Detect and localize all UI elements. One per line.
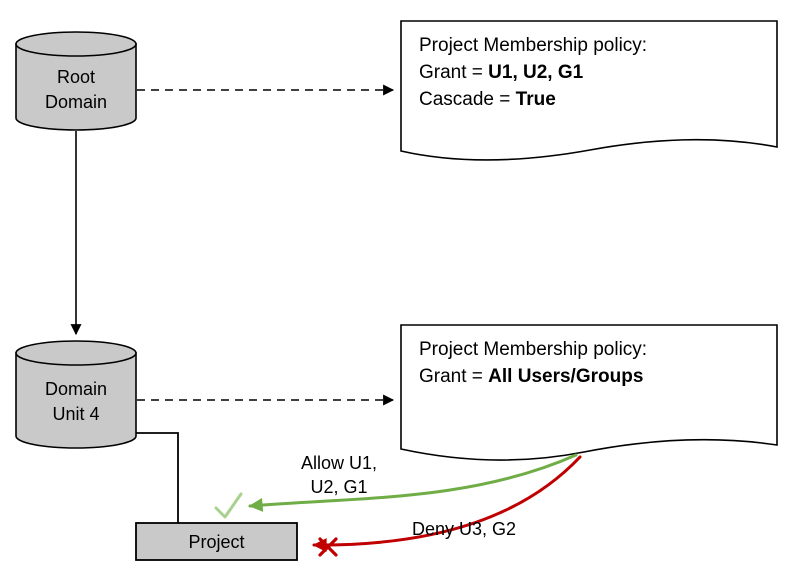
unit-policy-grant-value: All Users/Groups (488, 366, 644, 387)
unit-policy-note-shape (400, 324, 778, 461)
root-policy-grant-label: Grant = (419, 62, 489, 83)
deny-arrow (312, 455, 582, 553)
allow-check-icon (214, 492, 243, 519)
root-policy-grant-line: Grant = U1, U2, G1 (419, 59, 769, 86)
root-policy-cascade-value: True (515, 89, 556, 110)
root-policy-note-text: Project Membership policy: Grant = U1, U… (419, 32, 769, 113)
deny-arrow-label-text: Deny U3, G2 (412, 519, 517, 539)
allow-arrow-label-line2: U2, G1 (310, 477, 368, 497)
project-label-text: Project (188, 532, 245, 552)
domain-unit-4-cylinder-body (15, 352, 137, 449)
root-policy-grant-value: U1, U2, G1 (488, 62, 584, 83)
root-domain-cylinder-body (15, 43, 137, 131)
unit-policy-title: Project Membership policy: (419, 339, 648, 360)
root-policy-note-shape (400, 20, 778, 161)
connector-unit4-to-project (136, 432, 179, 523)
allow-arrow-label-line1: Allow U1, (300, 453, 378, 473)
unit-policy-note-text: Project Membership policy: Grant = All U… (419, 336, 769, 390)
root-domain-label: Root Domain (16, 65, 136, 115)
domain-unit-4-label-line2: Unit 4 (52, 404, 100, 424)
root-domain-cylinder-top (15, 31, 137, 57)
deny-x-icon (318, 537, 338, 557)
project-node (135, 522, 298, 561)
unit-policy-grant-line: Grant = All Users/Groups (419, 363, 769, 390)
domain-unit-4-cylinder-top (15, 340, 137, 366)
unit-policy-grant-label: Grant = (419, 366, 489, 387)
root-policy-title: Project Membership policy: (419, 35, 648, 56)
root-domain-node (15, 31, 137, 131)
domain-unit-4-label: Domain Unit 4 (16, 377, 136, 427)
root-domain-label-line1: Root (56, 67, 96, 87)
root-domain-label-line2: Domain (44, 92, 108, 112)
root-policy-cascade-label: Cascade = (419, 89, 516, 110)
deny-x-stroke-2 (318, 537, 338, 557)
root-policy-cascade-line: Cascade = True (419, 86, 769, 113)
domain-unit-4-label-line1: Domain (44, 379, 108, 399)
project-label: Project (136, 530, 297, 555)
allow-arrow (248, 453, 578, 512)
allow-arrow-label: Allow U1, U2, G1 (283, 451, 395, 499)
deny-arrow-label: Deny U3, G2 (412, 517, 516, 541)
domain-unit-4-node (15, 340, 137, 449)
